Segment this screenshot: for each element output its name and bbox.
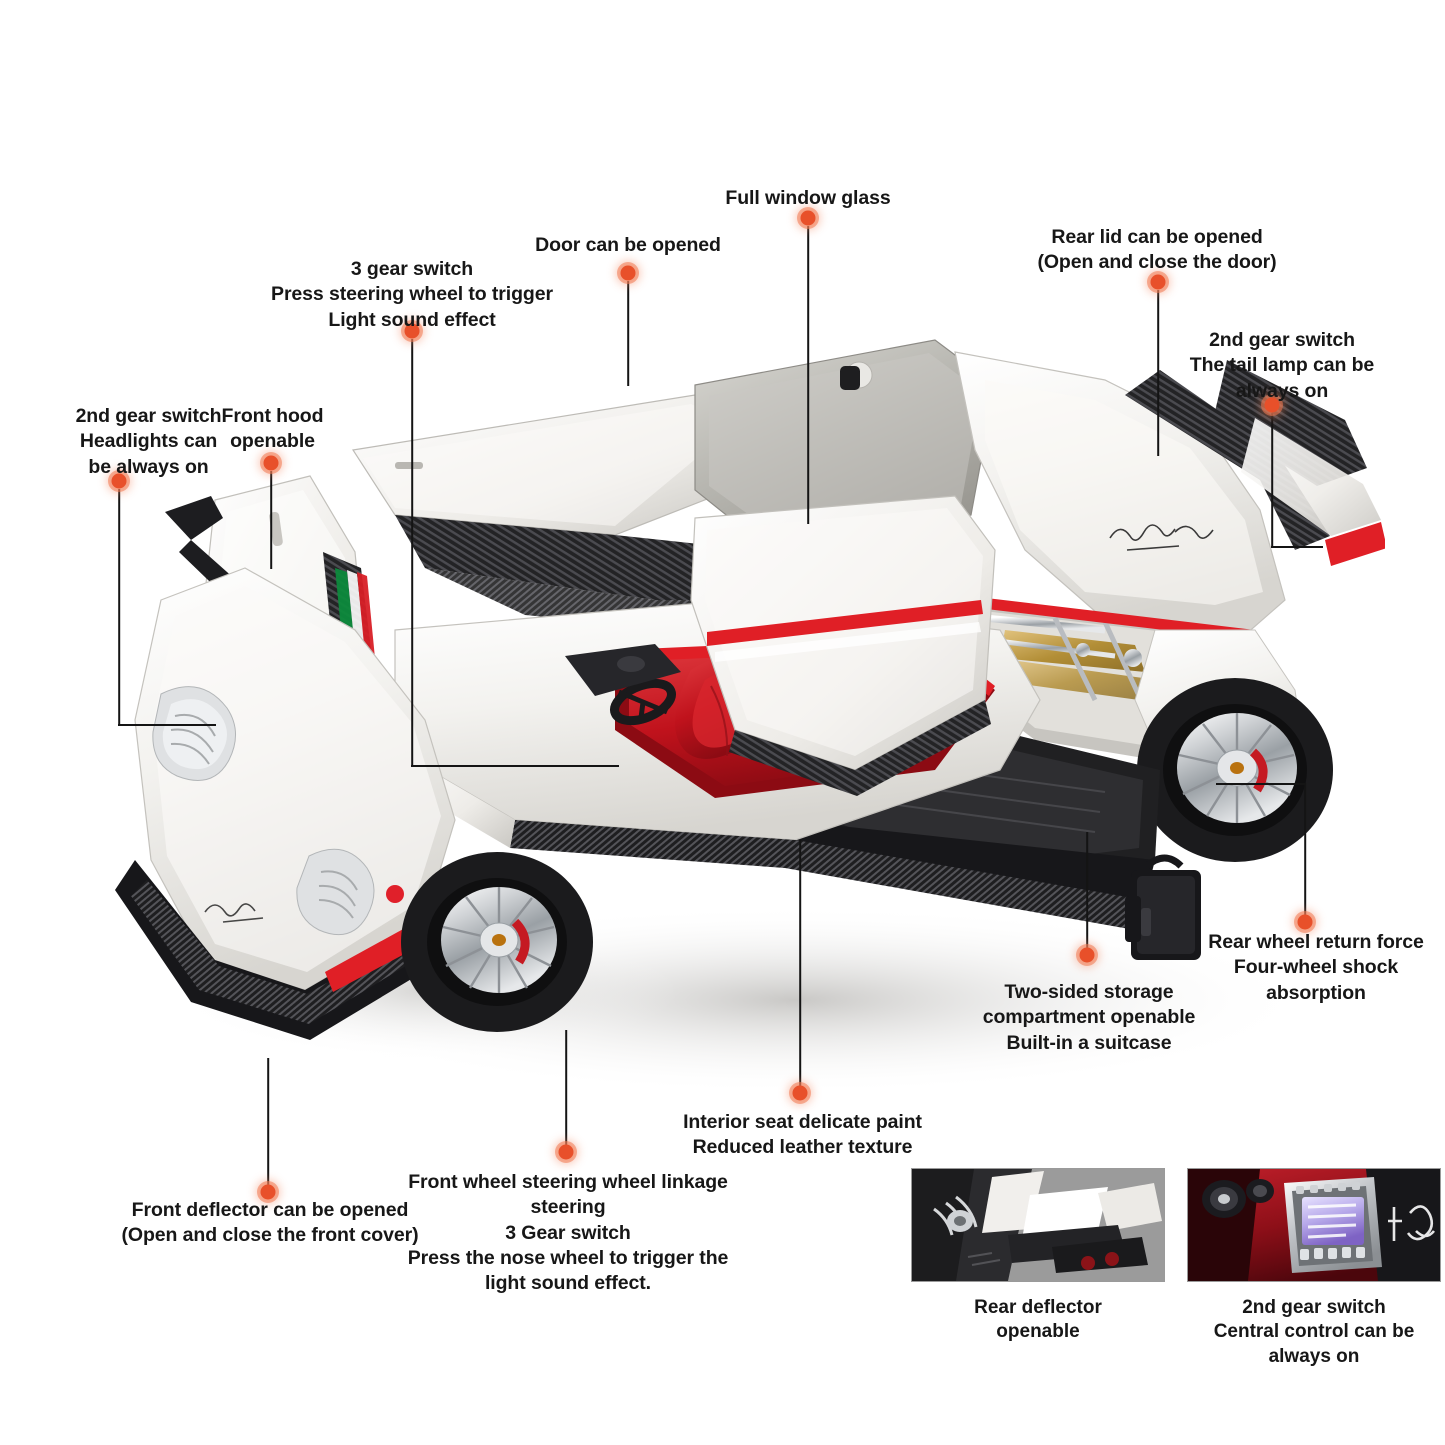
- leader-line-3gear: [411, 339, 413, 766]
- leader-line-front-hood: [270, 471, 272, 569]
- callout-tail-lamp-gear-switch: 2nd gear switch The tail lamp can be alw…: [1189, 329, 1375, 402]
- leader-line-taillamp: [1271, 413, 1273, 547]
- leader-line-door: [627, 281, 629, 386]
- thumbnail-caption-central-control: 2nd gear switch Central control can be a…: [1213, 1297, 1415, 1367]
- leader-line-frontwheel: [565, 1030, 567, 1145]
- callout-rear-lid-can-be-opened: Rear lid can be opened (Open and close t…: [1037, 226, 1277, 274]
- leader-line-interior: [799, 840, 801, 1086]
- thumbnail-image-central-control[interactable]: [1187, 1168, 1441, 1282]
- leader-line-rearwheel: [1304, 783, 1306, 915]
- leader-line-taillamp-h: [1271, 546, 1323, 548]
- marker-dot-deflector[interactable]: [260, 1184, 276, 1200]
- callout-headlights-gear-switch: 2nd gear switch Headlights can be always…: [75, 405, 222, 478]
- marker-dot-rear-lid[interactable]: [1150, 274, 1166, 290]
- callout-interior-seat-paint: Interior seat delicate paint Reduced lea…: [683, 1111, 922, 1159]
- marker-dot-interior-seat[interactable]: [792, 1085, 808, 1101]
- thumbnail-image-rear-deflector[interactable]: [911, 1168, 1165, 1282]
- callout-front-wheel-steering: Front wheel steering wheel linkage steer…: [407, 1171, 729, 1295]
- leader-line-3gear-h: [411, 765, 619, 767]
- leader-line-storage: [1086, 832, 1088, 948]
- marker-dot-door[interactable]: [620, 265, 636, 281]
- leader-line-headlights: [118, 489, 120, 725]
- leader-line-rear-lid: [1157, 290, 1159, 456]
- marker-dot-front-wheel[interactable]: [558, 1144, 574, 1160]
- marker-dot-headlights[interactable]: [111, 473, 127, 489]
- leader-line-window: [807, 226, 809, 524]
- callout-full-window-glass: Full window glass: [725, 187, 891, 209]
- thumbnail-card-rear-deflector[interactable]: Rear deflector openable: [911, 1168, 1165, 1438]
- leader-line-rearwheel-h: [1216, 783, 1306, 785]
- marker-dot-rear-wheel[interactable]: [1297, 914, 1313, 930]
- callout-rear-wheel-return-force: Rear wheel return force Four-wheel shock…: [1208, 931, 1424, 1004]
- marker-dot-storage[interactable]: [1079, 947, 1095, 963]
- marker-dot-taillamp[interactable]: [1264, 397, 1280, 413]
- thumbnail-card-central-control[interactable]: 2nd gear switch Central control can be a…: [1187, 1168, 1441, 1438]
- callout-door-can-be-opened: Door can be opened: [535, 234, 721, 256]
- thumbnail-caption-rear-deflector: Rear deflector openable: [974, 1297, 1102, 1343]
- marker-dot-window[interactable]: [800, 210, 816, 226]
- marker-dot-front-hood[interactable]: [263, 455, 279, 471]
- callout-front-hood-openable: Front hood openable: [221, 405, 324, 453]
- thumbnail-gallery: Rear deflector openable: [911, 1168, 1441, 1438]
- callout-3-gear-switch: 3 gear switch Press steering wheel to tr…: [271, 258, 553, 331]
- product-car-image: [95, 300, 1385, 1160]
- leader-line-headlights-h: [118, 724, 216, 726]
- marker-dot-3gear[interactable]: [404, 323, 420, 339]
- leader-line-deflector: [267, 1058, 269, 1188]
- callout-front-deflector-openable: Front deflector can be opened (Open and …: [121, 1199, 419, 1247]
- callout-two-sided-storage: Two-sided storage compartment openable B…: [982, 981, 1196, 1054]
